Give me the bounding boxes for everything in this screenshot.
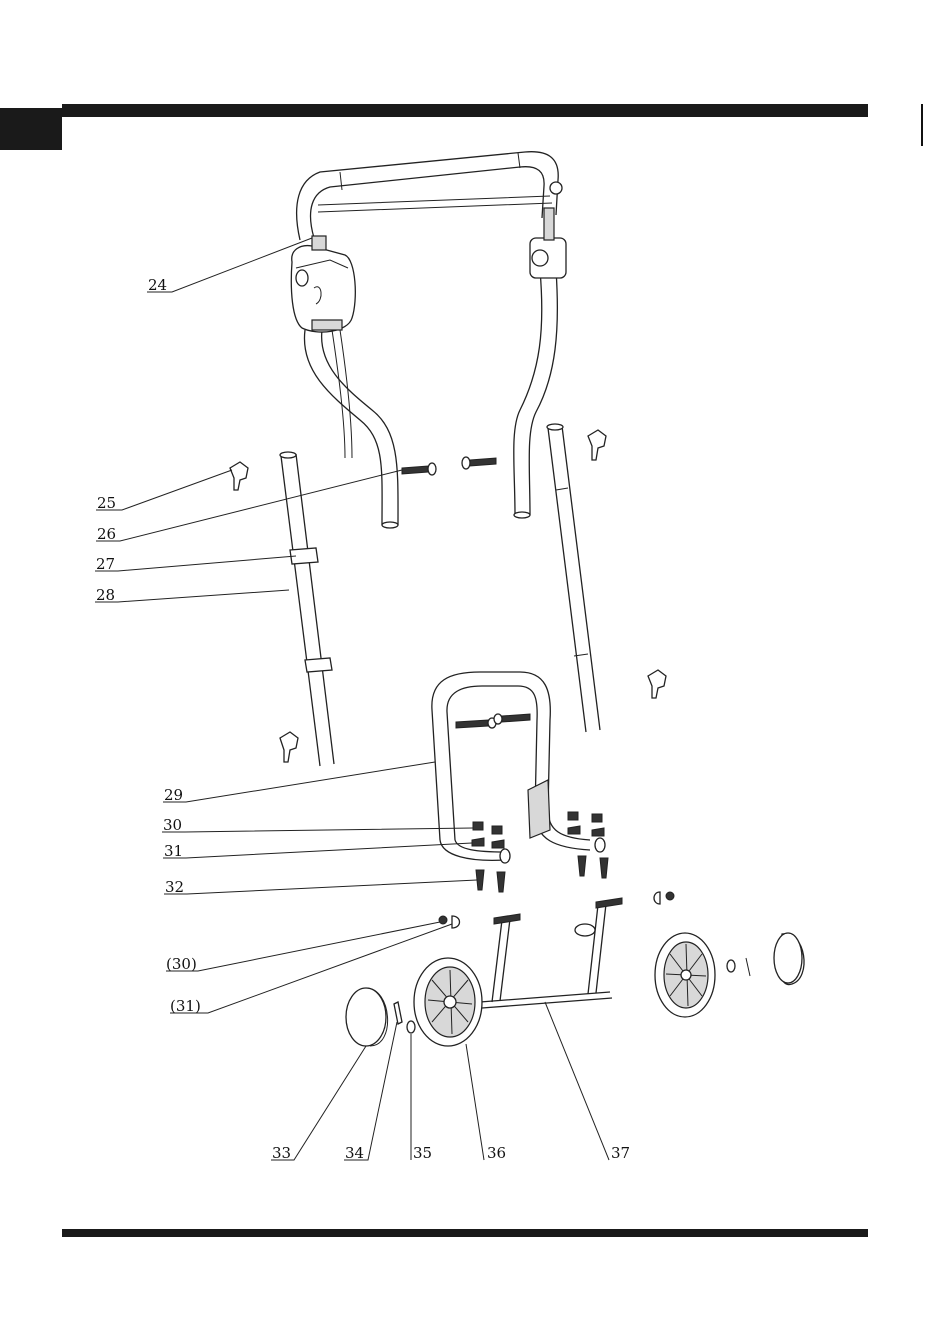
hubcap-right xyxy=(774,933,804,985)
callout-30: 30 xyxy=(163,816,182,834)
header-band xyxy=(62,104,868,117)
washer-right xyxy=(727,960,735,972)
callout-25: 25 xyxy=(97,494,116,512)
callout-27: 27 xyxy=(96,555,115,573)
callout-28: 28 xyxy=(96,586,115,604)
callout-34: 34 xyxy=(345,1144,364,1162)
callout-36: 36 xyxy=(487,1144,506,1162)
fastener-set xyxy=(439,812,674,928)
front-wheel xyxy=(414,958,482,1046)
wing-knob-25d xyxy=(280,732,298,762)
footer-band xyxy=(62,1229,868,1237)
rear-wheel xyxy=(655,933,715,1017)
callout-33: 33 xyxy=(272,1144,291,1162)
pin-right xyxy=(746,958,750,976)
middle-tube-right xyxy=(547,424,600,732)
callout-31-paren: (31) xyxy=(170,997,201,1015)
wing-knob-25c xyxy=(648,670,666,698)
bolt-26a xyxy=(402,463,436,475)
callout-31: 31 xyxy=(164,842,183,860)
callout-30-paren: (30) xyxy=(166,955,197,973)
clip-34 xyxy=(394,1002,402,1024)
callout-37: 37 xyxy=(611,1144,630,1162)
corner-tab xyxy=(0,108,62,150)
callout-35: 35 xyxy=(413,1144,432,1162)
bolt-26b xyxy=(462,457,496,469)
callout-24: 24 xyxy=(148,276,167,294)
wing-knob-25b xyxy=(588,430,606,460)
rear-axle xyxy=(480,898,622,1008)
washer-35 xyxy=(407,1021,415,1033)
callout-29: 29 xyxy=(164,786,183,804)
callout-32: 32 xyxy=(165,878,184,896)
hubcap xyxy=(346,988,388,1046)
callout-26: 26 xyxy=(97,525,116,543)
wing-knob-25a xyxy=(230,462,248,490)
